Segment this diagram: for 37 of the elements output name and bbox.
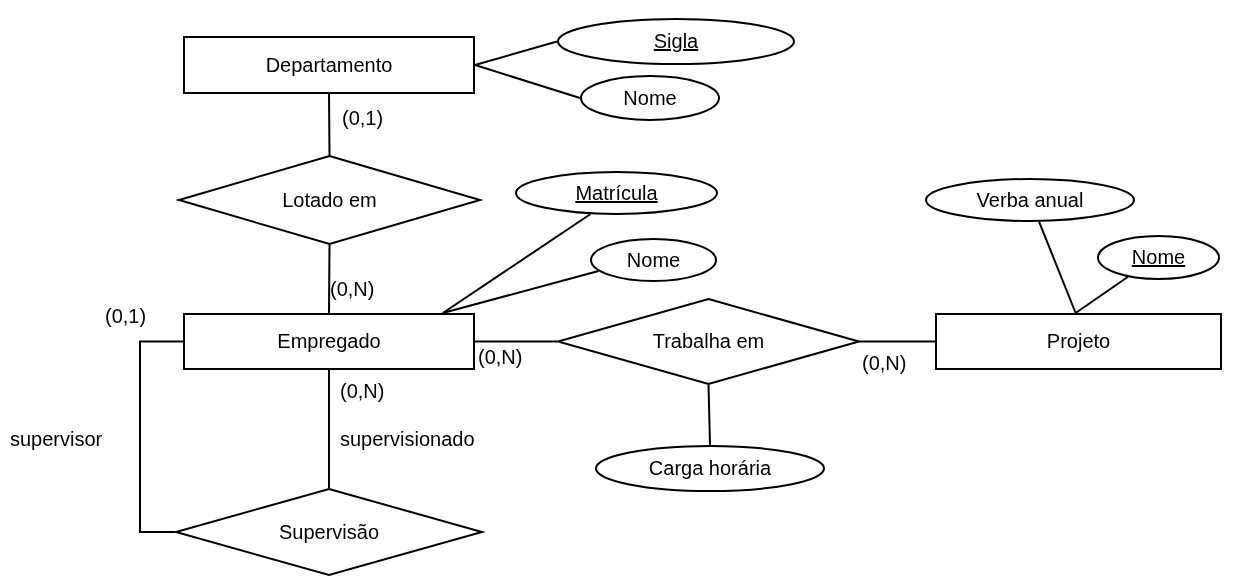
attribute-name: Nome: [1131, 246, 1186, 269]
connector-line: [1074, 276, 1129, 314]
entity-name: Projeto: [1046, 330, 1111, 353]
connector-line: [328, 369, 330, 489]
cardinality-label: (0,1): [105, 305, 147, 328]
entity-name: Empregado: [277, 330, 381, 353]
connector-line: [707, 384, 711, 446]
connector-line: [859, 340, 936, 343]
entity-name: Departamento: [265, 53, 393, 77]
entity-box: [935, 313, 1222, 370]
attribute-name: Matrícula: [575, 181, 658, 205]
connector-line: [328, 244, 331, 314]
attribute-name: Sigla: [653, 30, 699, 53]
cardinality-label: (0,N): [862, 352, 907, 375]
relationship-name: Trabalha em: [652, 330, 765, 353]
connector-line: [328, 93, 331, 156]
cardinality-label: (0,1): [342, 107, 384, 130]
entity-box: [183, 313, 475, 370]
cardinality-label: (0,N): [478, 346, 523, 369]
attribute-name: Nome: [626, 248, 681, 272]
connector-line: [139, 340, 184, 533]
relationship-name: Supervisão: [278, 520, 380, 544]
attribute-name: Verba anual: [976, 188, 1084, 212]
role-label: supervisionado: [340, 428, 475, 451]
connector-line: [441, 270, 600, 314]
cardinality-label: (0,N): [340, 380, 385, 403]
attribute-name: Nome: [623, 86, 677, 110]
connector-line: [474, 64, 581, 99]
relationship-name: Lotado em: [282, 188, 377, 212]
connector-line: [1038, 220, 1077, 314]
role-label: supervisor: [10, 428, 103, 451]
connector-line: [441, 213, 592, 314]
attribute-name: Carga horária: [648, 457, 772, 480]
connector-line: [474, 40, 558, 66]
entity-box: [183, 36, 475, 94]
connector-line: [474, 340, 558, 343]
cardinality-label: (0,N): [330, 278, 375, 301]
